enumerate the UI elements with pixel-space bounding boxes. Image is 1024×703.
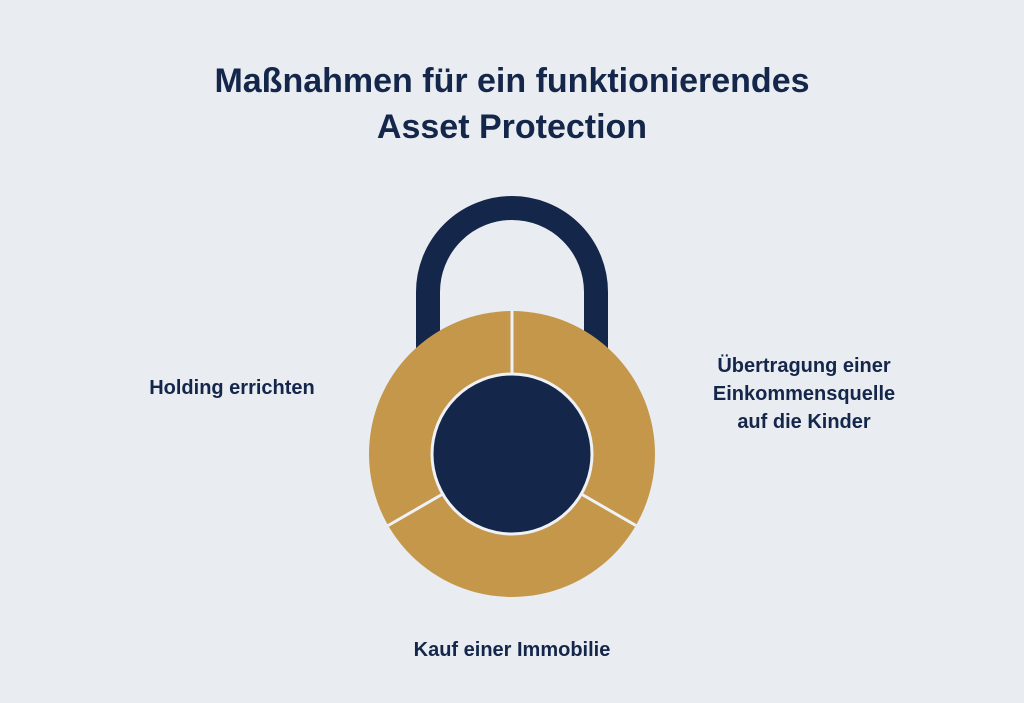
label-income-transfer-line-2: Einkommensquelle: [712, 383, 896, 405]
page-title: Maßnahmen für ein funktionierendes Asset…: [0, 58, 1024, 150]
padlock-shackle: [416, 196, 608, 348]
label-real-estate-text: Kauf einer Immobilie: [413, 639, 611, 661]
label-income-transfer-line-1: Übertragung einer: [717, 355, 891, 377]
title-line-1: Maßnahmen für ein funktionierendes: [214, 62, 810, 100]
padlock-core: [430, 372, 594, 536]
label-holding-text: Holding errichten: [149, 377, 315, 399]
title-line-2: Asset Protection: [376, 108, 648, 146]
label-income-transfer: Übertragung einer Einkommensquelle auf d…: [684, 352, 924, 436]
label-holding: Holding errichten: [122, 374, 342, 402]
label-income-transfer-line-3: auf die Kinder: [737, 411, 871, 433]
segment-divider-right: [579, 492, 637, 527]
segment-divider-left: [387, 492, 445, 527]
label-real-estate: Kauf einer Immobilie: [372, 636, 652, 664]
